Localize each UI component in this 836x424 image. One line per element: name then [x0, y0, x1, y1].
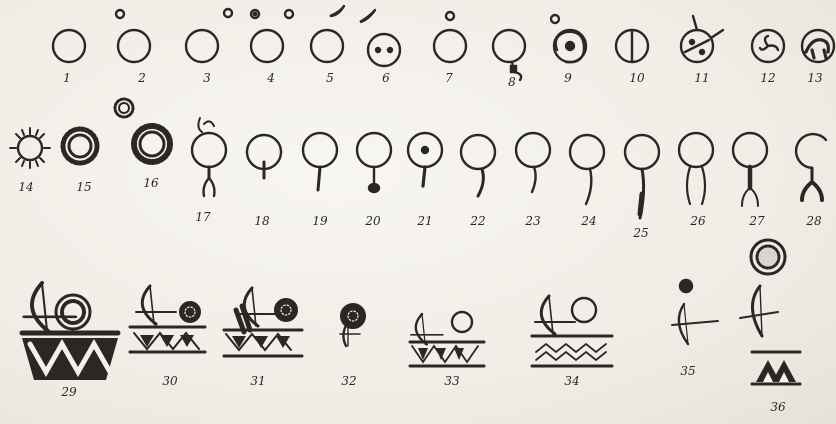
symbol-24	[570, 135, 604, 204]
label-23: 23	[525, 214, 540, 228]
label-5: 5	[326, 71, 334, 85]
label-29: 29	[61, 385, 76, 399]
symbol-25	[625, 135, 659, 218]
label-17: 17	[195, 210, 210, 224]
symbol-5	[311, 6, 344, 62]
symbol-19	[303, 133, 337, 190]
label-6: 6	[382, 71, 390, 85]
label-14: 14	[18, 180, 33, 194]
symbol-13	[802, 30, 834, 62]
symbol-17	[192, 118, 226, 196]
symbol-12	[752, 30, 784, 62]
symbol-7	[434, 12, 466, 62]
label-7: 7	[445, 71, 453, 85]
label-10: 10	[629, 71, 644, 85]
label-27: 27	[749, 214, 764, 228]
symbol-34	[532, 296, 612, 366]
label-3: 3	[203, 71, 211, 85]
label-4: 4	[267, 71, 275, 85]
symbol-16	[115, 99, 170, 162]
symbol-27	[733, 133, 767, 206]
symbol-15	[63, 129, 97, 163]
label-30: 30	[162, 374, 177, 388]
symbol-35	[672, 280, 718, 344]
label-36: 36	[770, 400, 785, 414]
label-32: 32	[341, 374, 356, 388]
symbol-22	[461, 135, 495, 196]
symbol-9	[551, 15, 586, 62]
label-19: 19	[312, 214, 327, 228]
symbol-23	[516, 133, 550, 192]
symbol-4	[251, 10, 293, 62]
label-9: 9	[564, 71, 572, 85]
symbol-1	[53, 30, 85, 62]
symbol-26	[679, 133, 713, 204]
label-21: 21	[417, 214, 432, 228]
symbol-31	[224, 288, 302, 356]
symbol-36	[740, 240, 800, 384]
label-2: 2	[138, 71, 146, 85]
label-1: 1	[63, 71, 71, 85]
symbol-33	[410, 312, 484, 366]
label-16: 16	[143, 176, 158, 190]
label-28: 28	[806, 214, 821, 228]
symbol-10	[616, 30, 648, 62]
symbol-14	[10, 128, 50, 168]
symbol-6	[360, 10, 400, 66]
label-31: 31	[250, 374, 265, 388]
label-8: 8	[508, 75, 516, 89]
label-18: 18	[254, 214, 269, 228]
label-33: 33	[444, 374, 459, 388]
label-34: 34	[564, 374, 579, 388]
symbol-29	[22, 283, 118, 380]
label-25: 25	[633, 226, 648, 240]
symbol-11	[681, 16, 723, 62]
label-11: 11	[694, 71, 709, 85]
label-20: 20	[365, 214, 380, 228]
symbol-28	[796, 134, 826, 200]
symbol-20	[357, 133, 391, 192]
label-24: 24	[581, 214, 596, 228]
symbol-2	[116, 10, 150, 62]
symbol-21	[408, 133, 442, 186]
label-12: 12	[760, 71, 775, 85]
label-26: 26	[690, 214, 705, 228]
label-15: 15	[76, 180, 91, 194]
label-13: 13	[807, 71, 822, 85]
label-22: 22	[470, 214, 485, 228]
symbol-8	[493, 30, 525, 80]
symbol-3	[186, 9, 232, 62]
symbol-30	[130, 286, 205, 352]
symbol-32	[340, 304, 365, 346]
label-35: 35	[680, 364, 695, 378]
symbol-18	[247, 135, 281, 178]
